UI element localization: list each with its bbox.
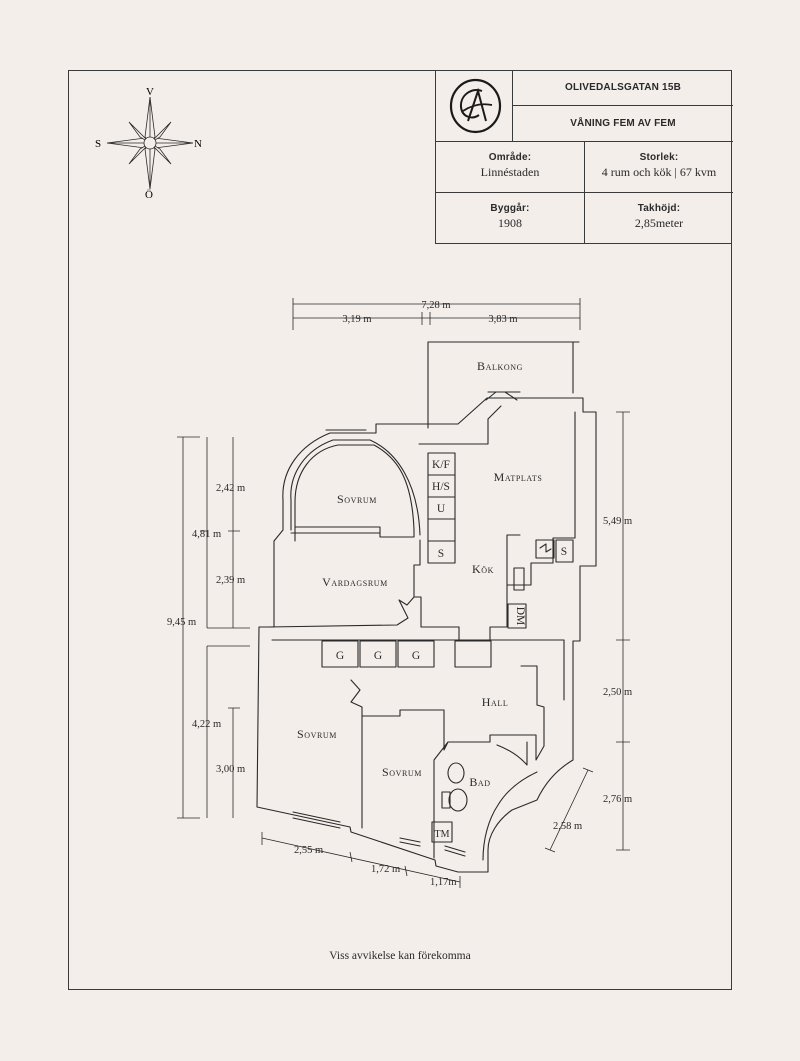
built-value: 1908 — [498, 216, 522, 230]
disclaimer: Viss avvikelse kan förekomma — [329, 950, 471, 962]
area-value: Linnéstaden — [480, 165, 540, 179]
page-frame — [68, 70, 732, 990]
ceiling-value: 2,85meter — [634, 216, 684, 230]
area-cell: Område: Linnéstaden — [436, 142, 585, 193]
address-cell: OLIVEDALSGATAN 15B — [513, 70, 733, 106]
built-label: Byggår: — [490, 203, 530, 214]
address: OLIVEDALSGATAN 15B — [564, 82, 682, 93]
logo-cell — [436, 70, 513, 142]
compass-east: Ö — [145, 189, 153, 200]
agency-logo — [449, 78, 502, 134]
floor-cell: VÅNING FEM AV FEM — [513, 106, 733, 142]
compass-rose: V S N Ö — [95, 86, 202, 200]
compass-west: V — [146, 86, 154, 98]
ceiling-label: Takhöjd: — [637, 203, 681, 214]
compass-north: N — [194, 138, 202, 150]
size-label: Storlek: — [639, 152, 679, 163]
built-cell: Byggår: 1908 — [436, 193, 585, 243]
compass-south: S — [95, 138, 101, 150]
area-label: Område: — [488, 152, 532, 163]
property-info-box: OLIVEDALSGATAN 15B VÅNING FEM AV FEM Omr… — [435, 70, 733, 244]
ceiling-cell: Takhöjd: 2,85meter — [585, 193, 733, 243]
floor-label: VÅNING FEM AV FEM — [570, 118, 676, 129]
size-cell: Storlek: 4 rum och kök | 67 kvm — [585, 142, 733, 193]
size-value: 4 rum och kök | 67 kvm — [601, 165, 717, 179]
